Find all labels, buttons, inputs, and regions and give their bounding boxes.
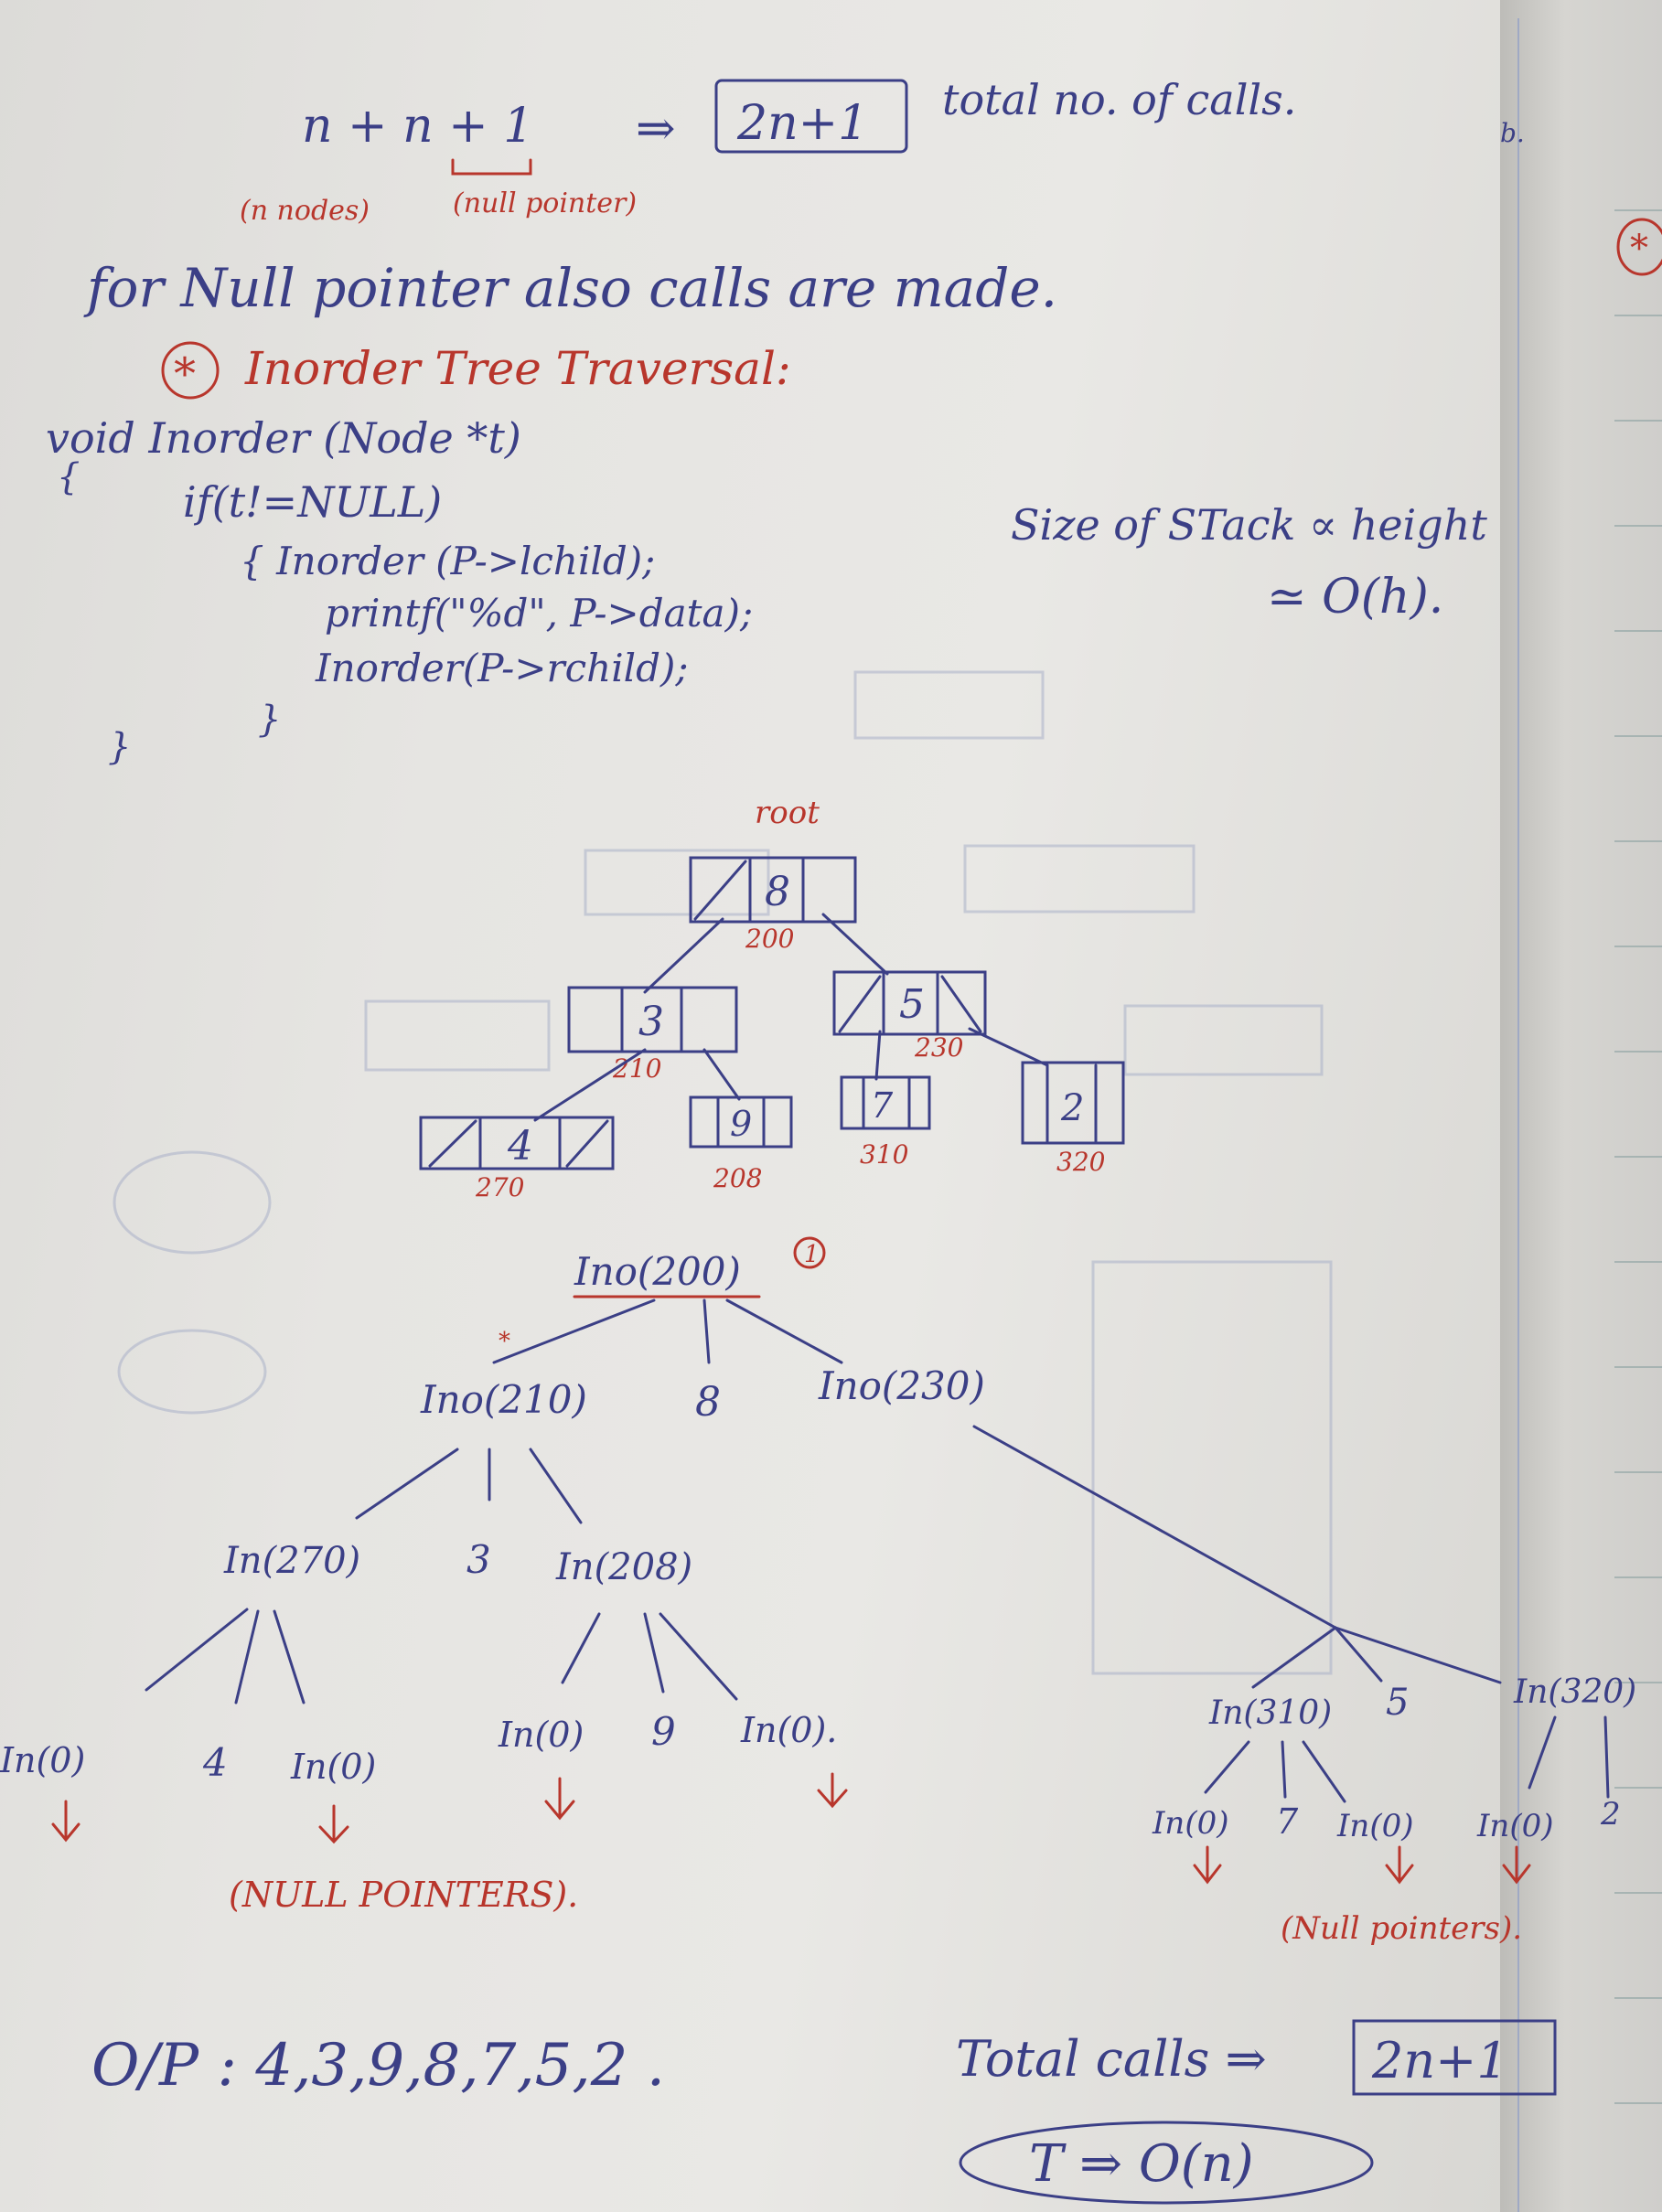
code-line-1: void Inorder (Node *t) [46,413,521,463]
tree-node-value: 3 [638,999,664,1045]
call-root: Ino(200) [574,1249,741,1294]
print-leaf: 9 [651,1709,676,1754]
tree-node: 3 210 [567,986,738,1084]
null-pointers-label-left: (NULL POINTERS). [229,1875,578,1915]
tree-node: 9 208 [689,1095,793,1193]
formula-result-box [714,79,908,154]
code-line-6: Inorder(P->rchild); [315,646,689,690]
call-root-mark: 1 [804,1241,820,1268]
print-leaf: 7 [1276,1801,1299,1842]
total-calls-value: 2n+1 [1371,2032,1508,2089]
tree-node-address: 270 [475,1172,524,1202]
call-left: Ino(210) [420,1377,587,1422]
section-title: Inorder Tree Traversal: [244,342,791,395]
call-null: In(0) [498,1715,584,1755]
tree-node: 2 320 [1021,1061,1125,1177]
formula-n-n-1: n + n + 1 [302,99,533,154]
call-null: In(0) [290,1747,376,1787]
tree-node: 7 310 [840,1075,931,1170]
tree-node-address: 310 [860,1139,908,1170]
call-right-left: In(310) [1208,1694,1332,1732]
notebook-page [0,0,1500,2212]
tree-node-value: 7 [871,1085,894,1126]
call-null: In(0) [1476,1808,1554,1844]
total-calls-box [1352,2019,1557,2096]
print-root: 8 [695,1379,721,1426]
facing-notebook-page [1500,0,1662,2212]
print-right: 5 [1386,1682,1409,1724]
tree-node: 4 270 [419,1116,615,1202]
code-line-2: { [57,456,80,498]
code-line-8: } [108,726,131,768]
tree-root-label: root [755,795,820,831]
tree-node-address: 208 [713,1163,762,1193]
svg-text:*: * [174,348,196,400]
recursion-tree: Ino(200) 1 Ino(210) 8 Ino(230) * In(270)… [0,1236,1636,1947]
formula-result: 2n+1 [736,96,868,151]
tree-node-address: 230 [914,1032,963,1063]
stack-note-line-2: ≃ O(h). [1267,570,1443,625]
call-left-left: In(270) [223,1540,360,1582]
section-star-icon [161,341,220,400]
tree-node-value: 8 [765,869,790,915]
tree-node-value: 4 [507,1123,533,1170]
tree-node-value: 2 [1060,1087,1084,1129]
code-line-7: } [258,699,281,741]
stack-note-line-1: Size of STack ∝ height [1011,500,1487,550]
code-line-5: printf("%d", P->data); [325,591,753,636]
call-right-right: In(320) [1513,1673,1636,1711]
binary-tree-diagram: root 8 200 3 210 5 230 [419,795,1125,1202]
svg-text:b.: b. [1500,118,1525,148]
print-left: 3 [466,1537,491,1582]
label-null-pointer: (null pointer) [453,187,637,219]
time-complexity: T ⇒ O(n) [1029,2134,1254,2194]
call-null: In(0). [740,1710,837,1750]
call-null: In(0) [1152,1805,1229,1842]
call-right: Ino(230) [818,1363,985,1408]
null-arrow-icon [51,1772,1531,1885]
tree-node-value: 9 [730,1104,752,1144]
call-null: In(0) [1336,1808,1414,1844]
facing-page-rules: * b. [1500,18,1662,2212]
call-null: In(0) [0,1740,85,1780]
print-leaf: 4 [202,1740,228,1785]
svg-text:*: * [1630,228,1648,270]
total-calls-label: Total calls ⇒ [956,2030,1267,2088]
complexity-cloud [959,2121,1374,2205]
null-pointers-label-right: (Null pointers). [1281,1910,1522,1947]
print-leaf: 2 [1600,1796,1621,1833]
bleed-through-marks [113,670,1333,1675]
svg-text:*: * [499,1328,510,1355]
tree-node: 5 230 [832,970,987,1063]
note-null-calls: for Null pointer also calls are made. [83,257,1057,319]
label-n-nodes: (n nodes) [240,195,370,227]
code-line-4: { Inorder (P->lchild); [240,539,655,583]
call-left-right: In(208) [555,1546,692,1588]
implies-arrow: ⇒ [636,102,676,156]
code-line-3: if(t!=NULL) [183,477,442,527]
tree-node-address: 200 [745,924,794,954]
tree-node: 8 200 [689,856,857,954]
tree-node-address: 320 [1056,1147,1105,1177]
tree-node-value: 5 [899,981,925,1028]
tree-node-address: 210 [612,1053,661,1084]
formula-caption: total no. of calls. [942,75,1296,124]
output-sequence: O/P : 4,3,9,8,7,5,2 . [91,2032,665,2100]
